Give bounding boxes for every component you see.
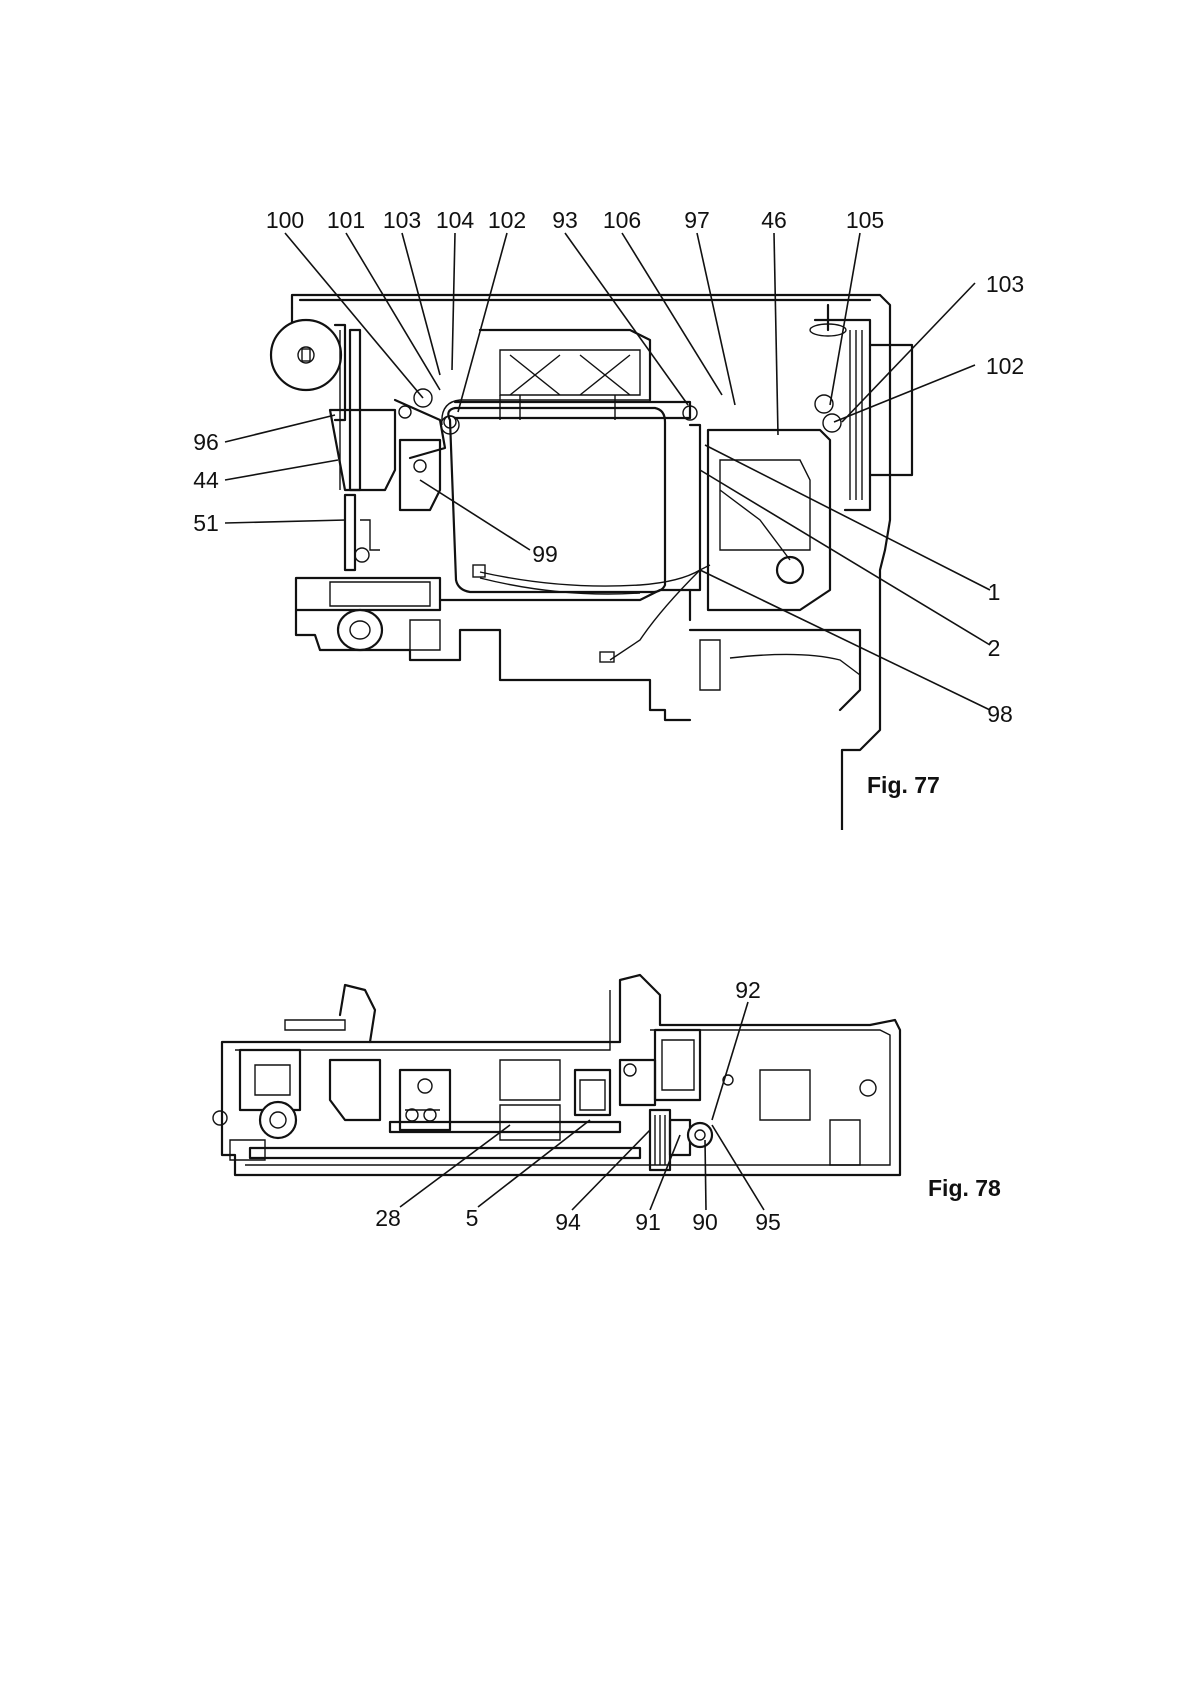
machine-bottom-view bbox=[213, 975, 900, 1175]
callout: 95 bbox=[755, 1209, 781, 1235]
callout: 2 bbox=[988, 635, 1001, 661]
callout: 93 bbox=[552, 207, 578, 233]
callout: 91 bbox=[635, 1209, 661, 1235]
figure-78-drawing: 92 28 5 94 91 90 95 Fig. 78 bbox=[0, 970, 1190, 1310]
callout: 98 bbox=[987, 701, 1013, 727]
callout: 96 bbox=[193, 429, 219, 455]
callout: 1 bbox=[988, 579, 1001, 605]
callout: 28 bbox=[375, 1205, 401, 1231]
callout: 94 bbox=[555, 1209, 581, 1235]
callout: 103 bbox=[383, 207, 421, 233]
figure-caption: Fig. 78 bbox=[928, 1175, 1001, 1201]
callout: 100 bbox=[266, 207, 304, 233]
callout: 46 bbox=[761, 207, 787, 233]
callout: 5 bbox=[466, 1205, 479, 1231]
callout: 102 bbox=[488, 207, 526, 233]
callout: 104 bbox=[436, 207, 475, 233]
callout: 90 bbox=[692, 1209, 718, 1235]
callout: 101 bbox=[327, 207, 365, 233]
callout: 44 bbox=[193, 467, 219, 493]
callout: 99 bbox=[532, 541, 558, 567]
fig78-leaders bbox=[400, 1002, 764, 1210]
figure-77-drawing: 100 101 103 104 102 93 106 97 46 105 103… bbox=[0, 190, 1190, 830]
figure-77: 100 101 103 104 102 93 106 97 46 105 103… bbox=[0, 190, 1190, 830]
callout: 97 bbox=[684, 207, 710, 233]
callout: 102 bbox=[986, 353, 1024, 379]
machine-front-view bbox=[271, 295, 912, 830]
figure-78: 92 28 5 94 91 90 95 Fig. 78 bbox=[0, 970, 1190, 1310]
callout: 103 bbox=[986, 271, 1024, 297]
callout: 51 bbox=[193, 510, 219, 536]
fig77-callouts: 100 101 103 104 102 93 106 97 46 105 103… bbox=[193, 207, 1024, 727]
callout: 105 bbox=[846, 207, 884, 233]
callout: 106 bbox=[603, 207, 641, 233]
callout: 92 bbox=[735, 977, 761, 1003]
fig78-callouts: 92 28 5 94 91 90 95 bbox=[375, 977, 781, 1235]
figure-caption: Fig. 77 bbox=[867, 772, 940, 798]
